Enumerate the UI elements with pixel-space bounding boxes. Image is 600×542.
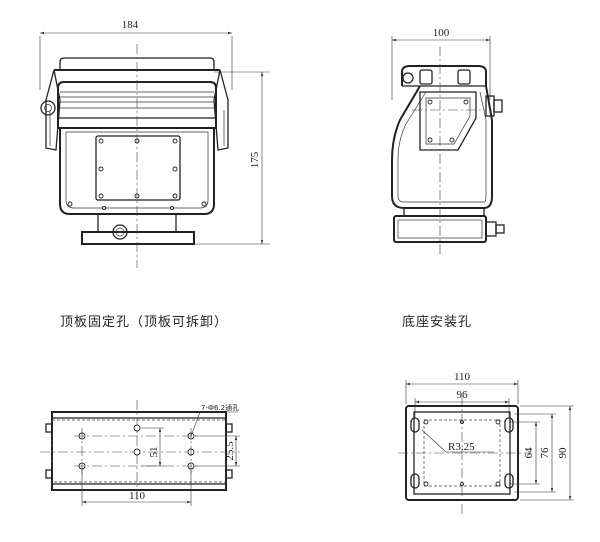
- hole-note: 7-Ф6.2通孔: [201, 403, 239, 412]
- base-radius-note: R3.25: [448, 441, 475, 453]
- hole: [133, 448, 141, 456]
- base-slot: [504, 473, 514, 489]
- top-plate-hole-layout: 7-Ф6.2通孔 110 51 25.5: [40, 400, 240, 506]
- front-knob: [40, 100, 56, 116]
- front-width-dim: 184: [122, 19, 139, 31]
- top-plate-dim-110: 110: [129, 490, 146, 502]
- slot: [45, 469, 53, 479]
- base-dim-96: 96: [457, 389, 469, 401]
- front-base-plate: [81, 231, 195, 245]
- side-base-neck: [403, 208, 485, 217]
- base-dim-64: 64: [523, 447, 535, 459]
- base-hole: [423, 481, 429, 487]
- side-top-bracket: [401, 65, 487, 86]
- base-hole: [423, 419, 429, 425]
- top-plate-dim-51: 51: [148, 447, 160, 458]
- base-hole: [495, 419, 501, 425]
- side-base-gland: [485, 221, 497, 237]
- side-main-body: [391, 85, 493, 209]
- base-slot: [410, 417, 420, 433]
- top-plate-dim-25-5: 25.5: [224, 441, 236, 461]
- front-main-body: [59, 127, 215, 215]
- base-slot: [504, 417, 514, 433]
- caption-base-holes: 底座安装孔: [402, 314, 472, 330]
- base-dim-110: 110: [454, 371, 471, 383]
- base-slot: [410, 473, 420, 489]
- side-width-dim: 100: [433, 27, 450, 39]
- slot: [45, 423, 53, 433]
- front-height-dim: 175: [249, 151, 261, 168]
- front-view: 184 175: [39, 19, 270, 268]
- slot: [225, 423, 233, 433]
- base-hole-layout: R3.25 110 96 64 76 90: [398, 371, 574, 516]
- front-inspection-panel: [95, 135, 181, 201]
- base-dim-90: 90: [557, 447, 569, 459]
- side-knob: [402, 72, 414, 84]
- hole: [133, 424, 141, 432]
- slot: [225, 469, 233, 479]
- side-view: 100: [391, 27, 505, 256]
- base-dim-76: 76: [539, 447, 551, 459]
- front-upper-housing: [57, 81, 217, 129]
- caption-top-plate-holes: 顶板固定孔（顶板可拆卸）: [60, 314, 228, 330]
- front-cable-gland: [112, 224, 128, 240]
- side-arm: [419, 91, 477, 151]
- base-hole: [495, 481, 501, 487]
